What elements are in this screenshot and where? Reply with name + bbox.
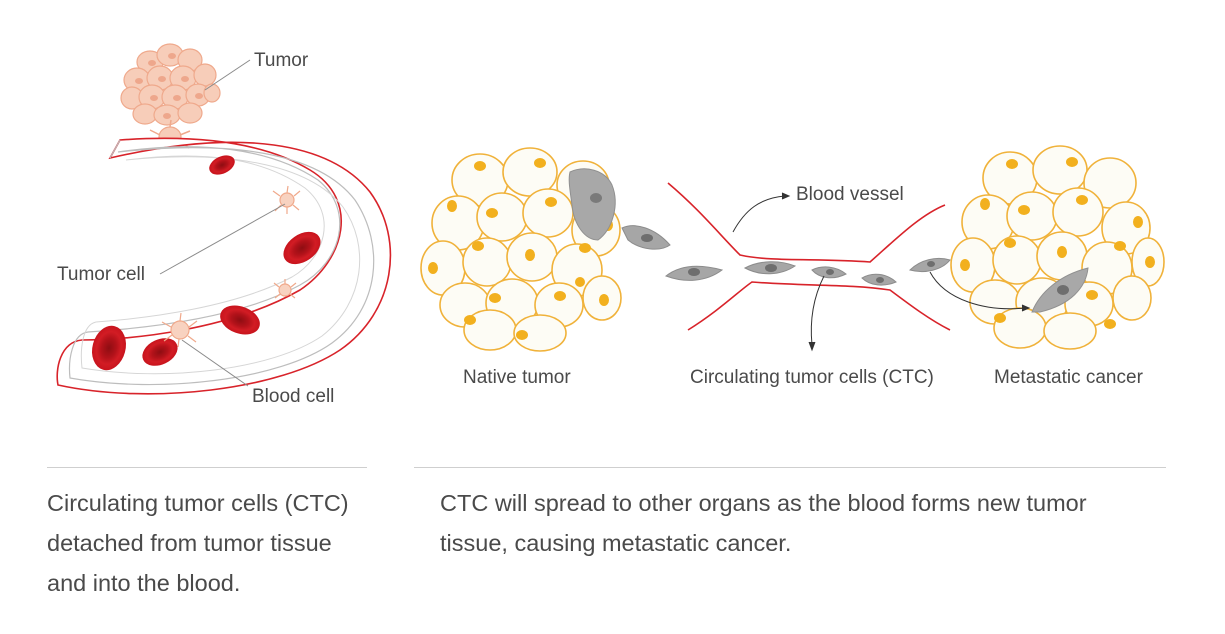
blood-cells — [92, 155, 321, 371]
metastatic-tumor — [950, 145, 1165, 350]
left-caption: Circulating tumor cells (CTC) detached f… — [47, 490, 349, 596]
blood-cell-label: Blood cell — [252, 386, 334, 407]
ctc-label: Circulating tumor cells (CTC) — [690, 367, 934, 388]
left-leader-lines — [159, 59, 286, 387]
vessel-tube — [56, 137, 392, 395]
right-divider — [414, 467, 1166, 468]
native-tumor — [420, 147, 622, 352]
left-divider — [47, 467, 367, 468]
right-illustration: Blood vessel Native tumor Circulating tu… — [420, 145, 1165, 388]
tumor-cell-label: Tumor cell — [57, 264, 145, 285]
tumor-label: Tumor — [254, 50, 309, 71]
native-tumor-label: Native tumor — [463, 367, 571, 388]
tumor-cluster — [120, 43, 221, 149]
right-caption: CTC will spread to other organs as the b… — [440, 490, 1087, 556]
arrows — [732, 192, 1031, 352]
circulating-tumor-cells — [161, 185, 301, 348]
blood-vessel — [667, 182, 951, 331]
metastatic-cancer-label: Metastatic cancer — [994, 367, 1144, 388]
ctc-cells — [621, 225, 951, 286]
left-illustration: Tumor Tumor cell Blood cell — [56, 43, 392, 407]
blood-vessel-label: Blood vessel — [796, 184, 904, 205]
